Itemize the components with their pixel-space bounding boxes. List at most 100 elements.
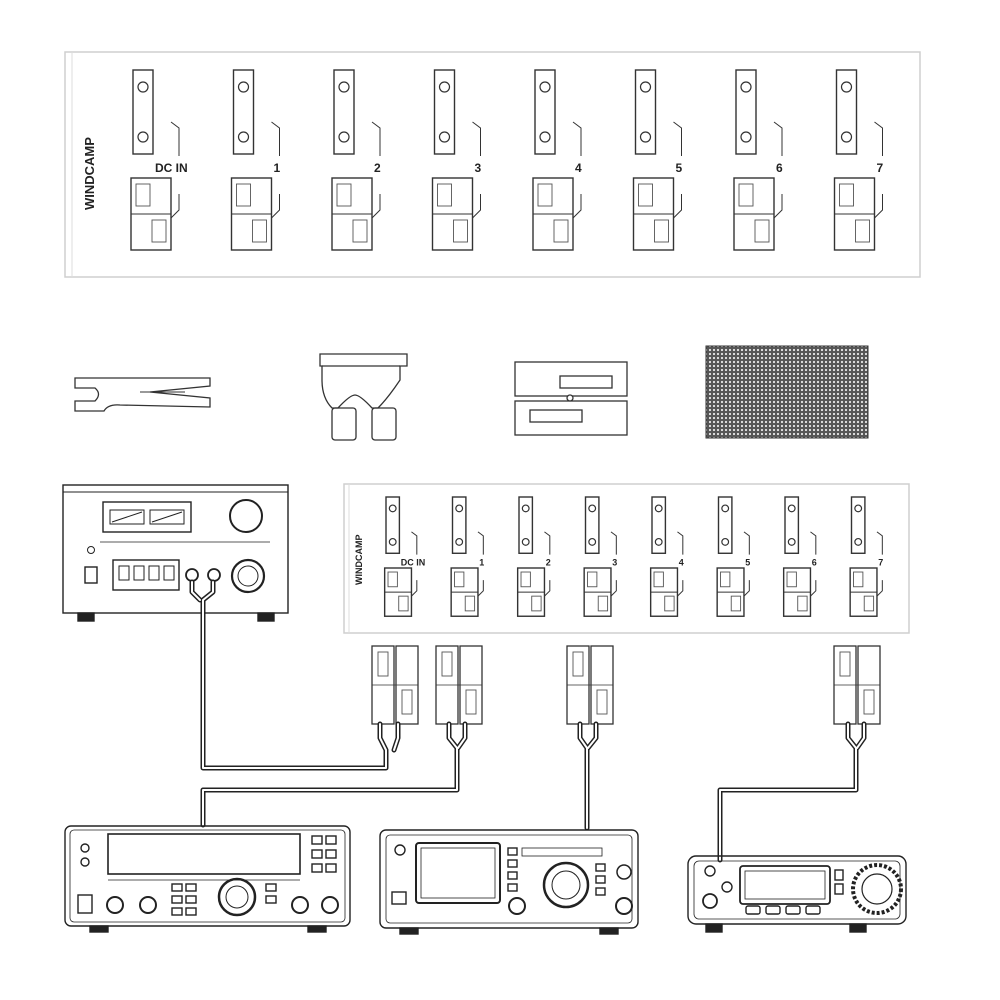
port-4: 4 <box>649 496 684 617</box>
terminal-bar <box>717 496 733 554</box>
port-label: 4 <box>679 557 684 567</box>
port-label: 5 <box>676 161 683 175</box>
terminal-hole-icon <box>455 504 464 513</box>
mobile-transceiver-small-icon <box>687 855 907 933</box>
terminal-hole-icon <box>539 131 551 143</box>
top-panel-brand: WINDCAMP <box>82 137 97 210</box>
port-3: 3 <box>431 69 482 251</box>
port-5: 5 <box>632 69 683 251</box>
terminal-hole-icon <box>438 81 451 93</box>
top-port-row: DC IN 1 2 3 4 5 6 7 <box>130 69 884 251</box>
port-2: 2 <box>516 496 551 617</box>
terminal-bar <box>333 69 355 155</box>
terminal-hole-icon <box>388 537 397 546</box>
port-label: 3 <box>612 557 617 567</box>
port-label: 3 <box>475 161 482 175</box>
terminal-hole-icon <box>787 537 796 546</box>
terminal-hole-icon <box>455 537 464 546</box>
accessories-row <box>74 345 869 441</box>
terminal-hole-icon <box>654 537 663 546</box>
terminal-hole-icon <box>639 131 652 143</box>
power-cables <box>189 579 867 863</box>
terminal-bar <box>634 69 657 155</box>
port-label: DC IN <box>401 557 426 567</box>
port-1: 1 <box>450 496 484 617</box>
port-7: 7 <box>849 496 883 617</box>
terminal-hole-icon <box>388 504 397 513</box>
port-6: 6 <box>782 496 817 617</box>
cable-plugs <box>371 645 881 725</box>
cable-plug-icon <box>833 645 881 725</box>
cable-plug-icon <box>566 645 614 725</box>
port-4: 4 <box>532 69 582 251</box>
port-3: 3 <box>583 496 617 617</box>
terminal-hole-icon <box>721 504 730 513</box>
port-7: 7 <box>833 69 884 251</box>
cable-plug-icon <box>371 645 419 725</box>
terminal-hole-icon <box>654 504 663 513</box>
port-label: DC IN <box>155 161 188 175</box>
terminal-bar <box>534 69 556 155</box>
terminal-bar <box>584 496 600 554</box>
terminal-hole-icon <box>740 131 752 143</box>
port-5: 5 <box>716 496 750 617</box>
terminal-hole-icon <box>588 537 597 546</box>
port-label: 2 <box>546 557 551 567</box>
port-label: 7 <box>877 161 884 175</box>
terminal-hole-icon <box>438 131 451 143</box>
terminal-hole-icon <box>539 81 551 93</box>
powerpole-connector-icon <box>514 361 628 436</box>
removal-tool-icon <box>74 377 211 412</box>
terminal-bar <box>451 496 467 554</box>
terminal-hole-icon <box>521 504 530 513</box>
port-1: 1 <box>230 69 281 251</box>
terminal-hole-icon <box>338 131 350 143</box>
terminal-bar <box>651 496 667 554</box>
power-supply-icon <box>62 484 289 622</box>
terminal-hole-icon <box>854 537 863 546</box>
hf-transceiver-medium-icon <box>379 829 639 935</box>
terminal-hole-icon <box>854 504 863 513</box>
terminal-hole-icon <box>137 81 149 93</box>
port-label: 7 <box>878 557 883 567</box>
bottom-port-row: DC IN 1 2 3 4 5 6 7 <box>383 496 883 617</box>
terminal-hole-icon <box>840 131 853 143</box>
terminal-bar <box>433 69 456 155</box>
terminal-bar <box>385 496 401 554</box>
terminal-hole-icon <box>740 81 752 93</box>
terminal-hole-icon <box>721 537 730 546</box>
port-label: 2 <box>374 161 381 175</box>
port-label: 1 <box>479 557 484 567</box>
blade-fuse-icon <box>319 353 408 441</box>
port-label: 6 <box>812 557 817 567</box>
bottom-panel-brand: WINDCAMP <box>354 535 364 586</box>
terminal-bar <box>132 69 154 155</box>
hf-transceiver-large-icon <box>64 825 351 933</box>
cable-plug-icon <box>435 645 483 725</box>
hook-and-loop-pad-icon <box>705 345 869 439</box>
terminal-hole-icon <box>840 81 853 93</box>
terminal-hole-icon <box>588 504 597 513</box>
bottom-distribution-panel: WINDCAMP DC IN 1 2 3 4 5 6 7 <box>343 483 910 634</box>
terminal-hole-icon <box>639 81 652 93</box>
port-0: DC IN <box>130 69 188 251</box>
top-distribution-panel: WINDCAMP DC IN 1 2 3 4 5 6 7 <box>64 51 921 278</box>
terminal-hole-icon <box>237 131 250 143</box>
port-label: 4 <box>575 161 582 175</box>
terminal-hole-icon <box>521 537 530 546</box>
port-6: 6 <box>733 69 783 251</box>
port-0: DC IN <box>383 496 426 617</box>
terminal-bar <box>735 69 757 155</box>
terminal-bar <box>232 69 255 155</box>
terminal-hole-icon <box>338 81 350 93</box>
port-label: 1 <box>274 161 281 175</box>
terminal-hole-icon <box>787 504 796 513</box>
port-2: 2 <box>331 69 381 251</box>
port-label: 5 <box>745 557 750 567</box>
terminal-hole-icon <box>137 131 149 143</box>
port-label: 6 <box>776 161 783 175</box>
terminal-hole-icon <box>237 81 250 93</box>
terminal-bar <box>518 496 534 554</box>
terminal-bar <box>835 69 858 155</box>
